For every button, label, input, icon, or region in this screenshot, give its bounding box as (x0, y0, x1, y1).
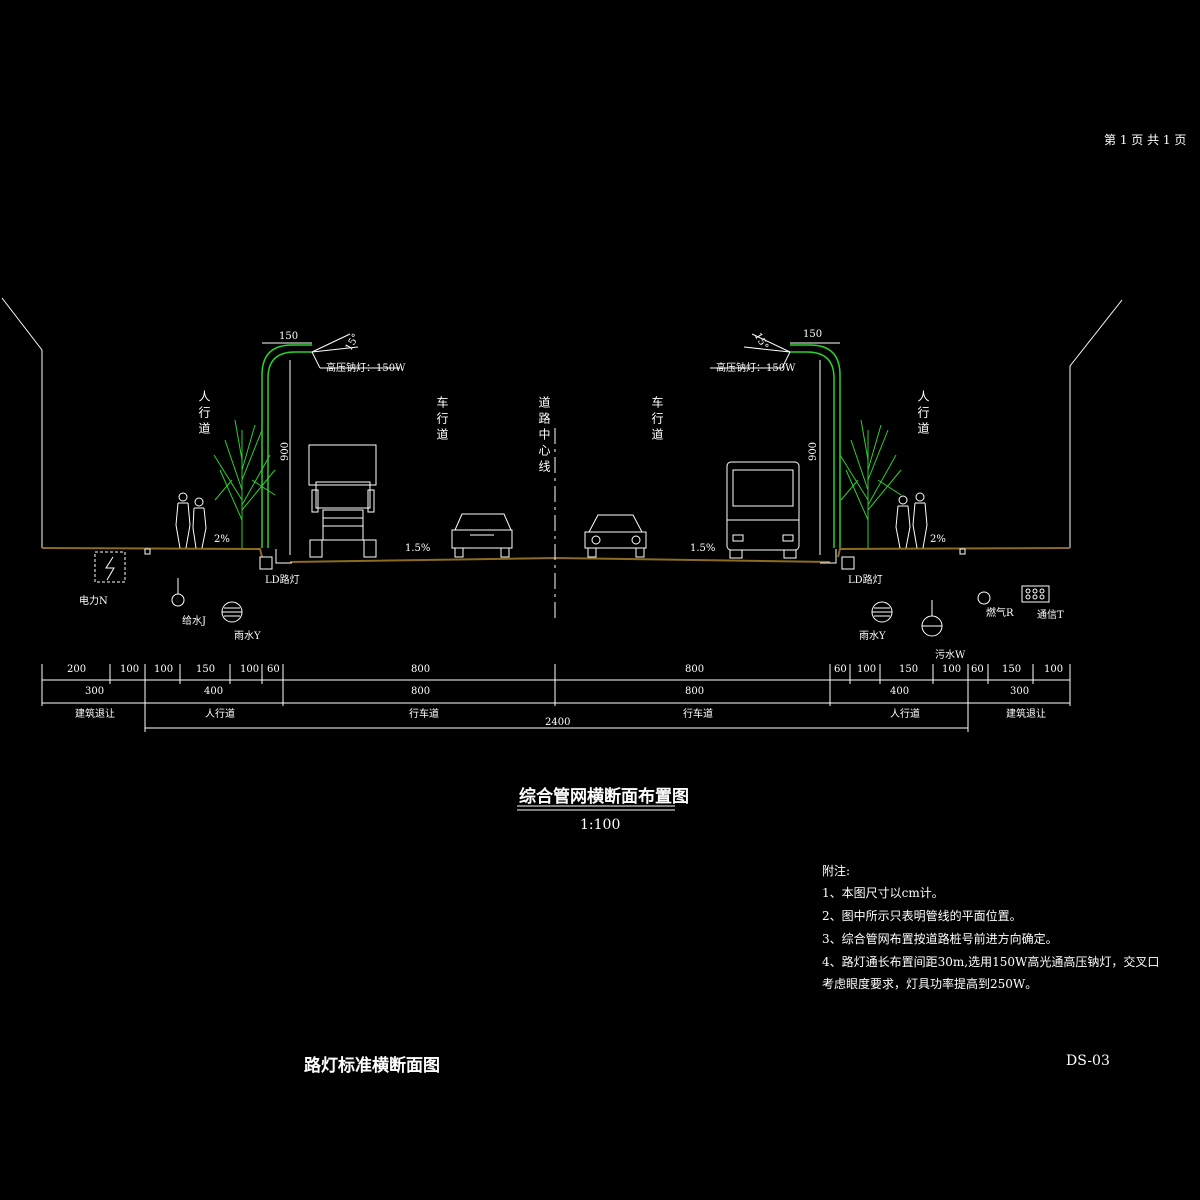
dim-label-2: 行车道 (409, 709, 439, 720)
curbs (144, 548, 966, 564)
figure-scale: 1:100 (580, 817, 621, 833)
slope-road-left: 1.5% (405, 543, 431, 554)
dim-r2-5: 300 (1010, 686, 1030, 697)
lamp-dimensions (262, 333, 840, 555)
dim-label-1: 人行道 (205, 709, 235, 720)
dim-r1-12: 60 (971, 664, 984, 675)
label-right-carriageway: 车行道 (650, 396, 664, 444)
car-left (451, 513, 513, 558)
utility-rain-right: 雨水Y (859, 631, 886, 642)
dim-r1-10: 150 (899, 664, 919, 675)
dim-r1-1: 100 (120, 664, 140, 675)
note-4: 4、路灯通长布置间距30m,选用150W高光通高压钠灯，交叉口 (822, 955, 1160, 969)
utility-telecom: 通信T (1037, 610, 1064, 621)
slope-road-right: 1.5% (690, 543, 716, 554)
lamp-arm-right: 150 (803, 329, 823, 340)
pedestrians-right (895, 492, 928, 549)
street-lamp-right (790, 344, 841, 548)
boundary-outline (1, 297, 1123, 548)
utility-rain-left: 雨水Y (234, 631, 261, 642)
dim-r1-3: 150 (196, 664, 216, 675)
tree-left (213, 419, 276, 548)
bus (726, 461, 800, 559)
dim-r1-9: 100 (857, 664, 877, 675)
utility-ld-left: LD路灯 (265, 575, 300, 586)
dim-r2-1: 400 (204, 686, 224, 697)
lamp-label-left: 高压钠灯：150W (326, 363, 406, 374)
label-left-sidewalk: 人行道 (197, 390, 211, 438)
pedestrians-left (175, 492, 207, 549)
label-centerline: 道路中心线 (537, 396, 551, 476)
note-2: 2、图中所示只表明管线的平面位置。 (822, 909, 1022, 923)
dim-total: 2400 (545, 717, 571, 728)
dim-r2-3: 800 (685, 686, 705, 697)
utility-water-supply: 给水J (182, 616, 207, 627)
sheet-title: 路灯标准横断面图 (304, 1056, 440, 1076)
utility-symbols (94, 551, 1050, 637)
dim-r1-14: 100 (1044, 664, 1064, 675)
label-left-carriageway: 车行道 (435, 396, 449, 444)
dim-r1-5: 60 (267, 664, 280, 675)
dim-label-3: 行车道 (683, 709, 713, 720)
note-5: 考虑眼度要求，灯具功率提高到250W。 (822, 977, 1038, 991)
dim-r1-0: 200 (67, 664, 87, 675)
utility-gas: 燃气R (986, 608, 1014, 619)
dim-r1-4: 100 (240, 664, 260, 675)
note-1: 1、本图尺寸以cm计。 (822, 886, 944, 900)
slope-sidewalk-right: 2% (930, 534, 946, 545)
dim-r1-2: 100 (154, 664, 174, 675)
ground-line (41, 547, 1071, 563)
dim-r1-6: 800 (411, 664, 431, 675)
dim-r1-13: 150 (1002, 664, 1022, 675)
notes-heading: 附注: (822, 864, 851, 878)
dim-r1-11: 100 (942, 664, 962, 675)
dim-r2-2: 800 (411, 686, 431, 697)
note-3: 3、综合管网布置按道路桩号前进方向确定。 (822, 932, 1058, 946)
title-underline (517, 805, 675, 811)
dim-label-4: 人行道 (890, 709, 920, 720)
tree-right (839, 419, 902, 548)
utility-ld-right: LD路灯 (848, 575, 883, 586)
lamp-label-right: 高压钠灯：150W (716, 363, 796, 374)
slope-sidewalk-left: 2% (214, 534, 230, 545)
dim-label-0: 建筑退让 (75, 709, 115, 720)
utility-power: 电力N (79, 596, 108, 607)
dim-r1-8: 60 (834, 664, 847, 675)
lamp-height-right: 900 (808, 441, 820, 462)
utility-sewage: 污水W (935, 650, 966, 661)
car-right (584, 514, 647, 558)
dim-r2-4: 400 (890, 686, 910, 697)
dim-r1-7: 800 (685, 664, 705, 675)
street-lamp-left (261, 344, 312, 548)
figure-title: 综合管网横断面布置图 (519, 787, 689, 807)
lamp-height-left: 900 (280, 441, 292, 462)
drawing-number: DS-03 (1066, 1053, 1110, 1069)
lamp-arm-left: 150 (279, 331, 299, 342)
page-counter: 第 1 页 共 1 页 (1104, 133, 1187, 147)
label-right-sidewalk: 人行道 (916, 390, 930, 438)
dimension-lines (41, 664, 1071, 732)
truck (308, 444, 377, 558)
dim-r2-0: 300 (85, 686, 105, 697)
dim-label-5: 建筑退让 (1006, 709, 1046, 720)
